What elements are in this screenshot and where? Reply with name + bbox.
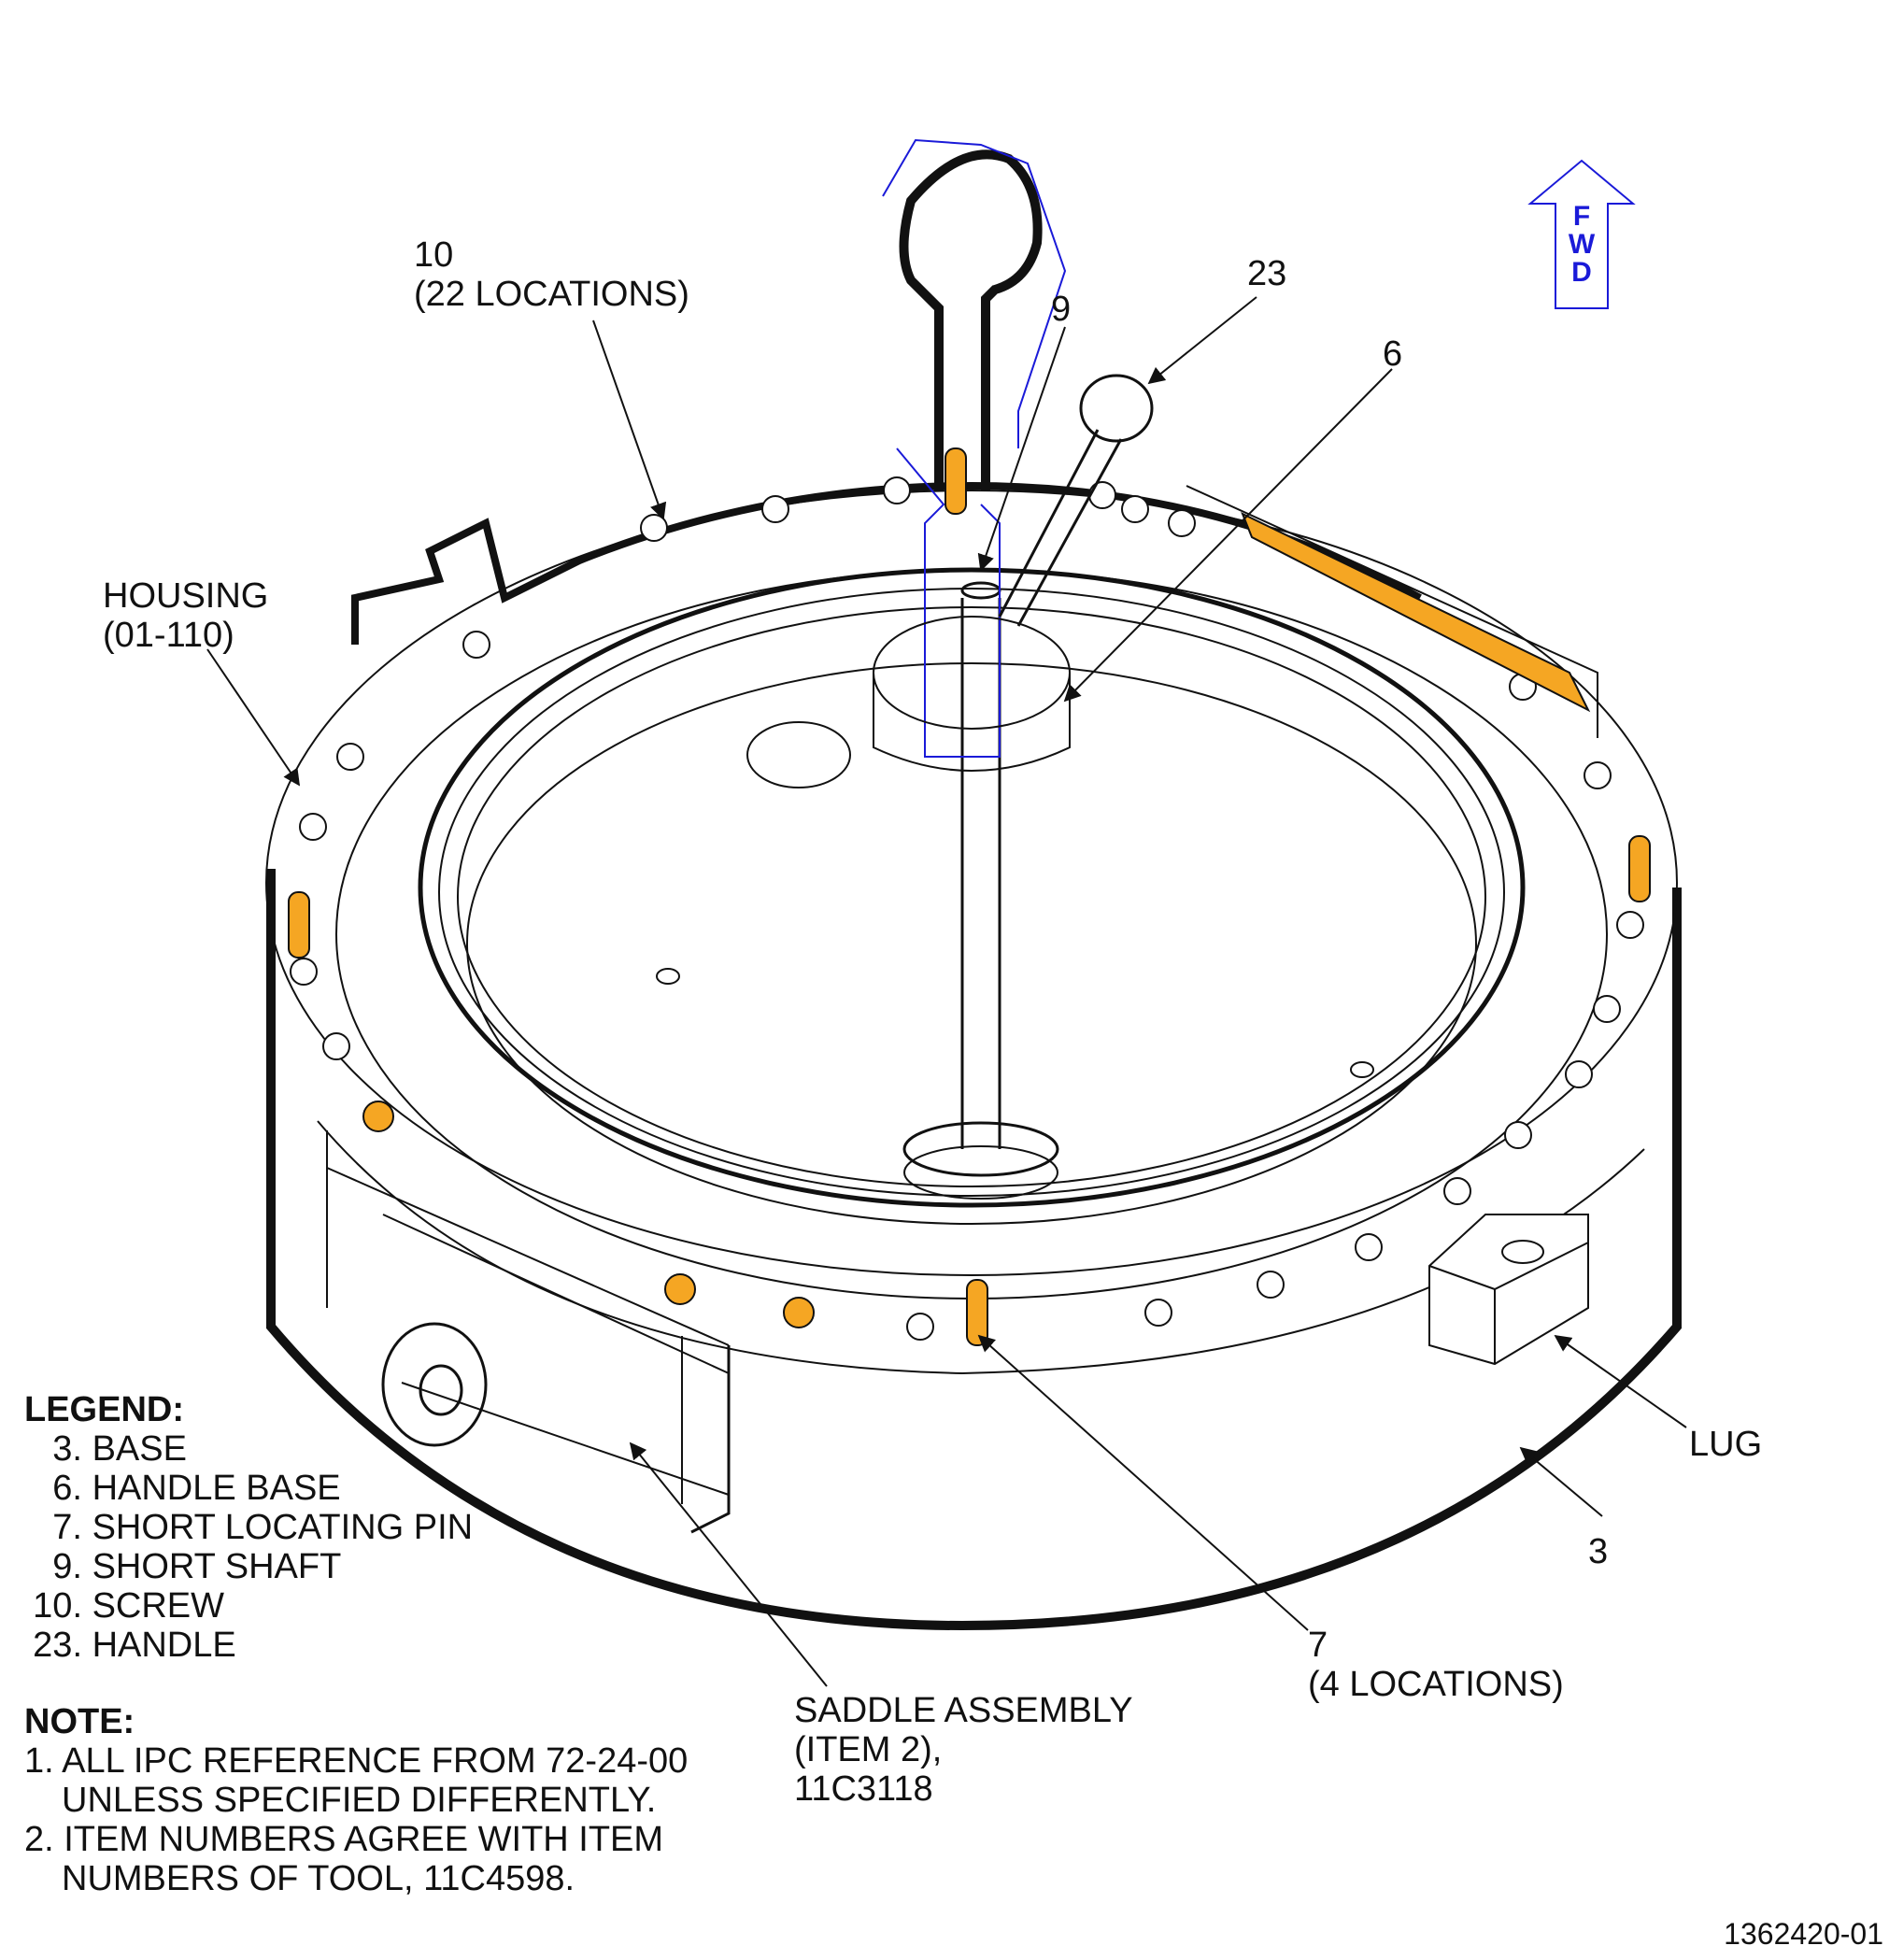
fwd-w: W	[1568, 229, 1596, 260]
legend-item: 7. SHORT LOCATING PIN	[52, 1508, 474, 1547]
note-title: NOTE:	[24, 1702, 135, 1741]
forward-arrow-icon	[1527, 159, 1636, 309]
callout-saddle-line1: SADDLE ASSEMBLY	[794, 1691, 1133, 1730]
leader-lines	[206, 296, 1687, 1687]
note-item: 1. ALL IPC REFERENCE FROM 72-24-00 UNLES…	[24, 1741, 698, 1820]
locating-pins	[288, 447, 1651, 1346]
legend-item: 10. SCREW	[33, 1586, 225, 1626]
saddle-disc	[381, 1322, 488, 1447]
callout-lug: LUG	[1689, 1425, 1763, 1464]
legend-item: 9. SHORT SHAFT	[52, 1547, 342, 1586]
legend: LEGEND: 3. BASE 6. HANDLE BASE 7. SHORT …	[24, 1390, 473, 1665]
handle-rod	[998, 374, 1154, 627]
floor-holes	[656, 968, 1374, 1078]
shaft-outline-blue	[882, 138, 1067, 758]
legend-item: 23. HANDLE	[33, 1626, 236, 1665]
callout-short-shaft: 9	[1051, 290, 1072, 329]
callout-screw-text: (22 LOCATIONS)	[414, 275, 689, 314]
callout-housing-name: HOUSING	[103, 576, 269, 616]
short-shaft	[899, 149, 1059, 1200]
legend-item: 6. HANDLE BASE	[52, 1469, 341, 1508]
legend-title: LEGEND:	[24, 1390, 184, 1429]
screw-heads	[290, 476, 1644, 1341]
callout-saddle-line3: 11C3118	[794, 1769, 933, 1809]
callout-pin-number: 7	[1308, 1626, 1328, 1665]
handle-base	[746, 616, 1071, 788]
fwd-d: D	[1571, 257, 1592, 288]
callout-screw-number: 10	[414, 235, 454, 275]
flange	[265, 481, 1678, 1300]
note: NOTE: 1. ALL IPC REFERENCE FROM 72-24-00…	[24, 1702, 734, 1898]
callout-base: 3	[1588, 1532, 1609, 1571]
drawing-id: 1362420-01	[1724, 1917, 1883, 1951]
callout-pin-text: (4 LOCATIONS)	[1308, 1665, 1564, 1704]
lug-block	[1428, 1214, 1589, 1366]
callout-handle-base: 6	[1383, 334, 1403, 374]
note-item: 2. ITEM NUMBERS AGREE WITH ITEM NUMBERS …	[24, 1820, 674, 1898]
callout-saddle-line2: (ITEM 2),	[794, 1730, 943, 1769]
callout-housing-ref: (01-110)	[103, 616, 234, 655]
fwd-f: F	[1572, 201, 1591, 232]
legend-item: 3. BASE	[52, 1429, 187, 1469]
callout-handle: 23	[1247, 254, 1287, 293]
